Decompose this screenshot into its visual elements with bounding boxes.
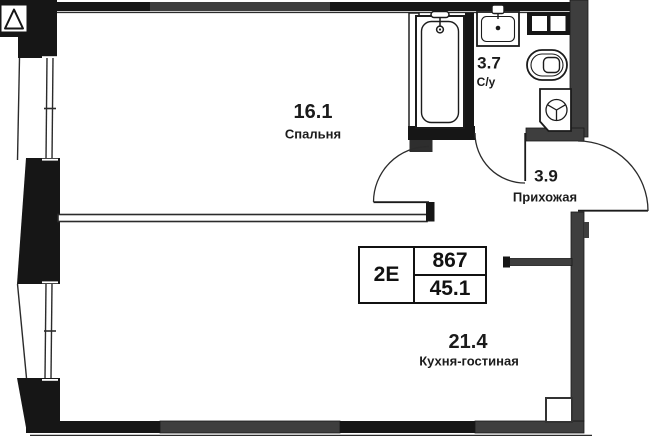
kitchen-area-label: 21.4 [448, 331, 488, 353]
walls [0, 0, 592, 437]
bedroom-area-label: 16.1 [293, 101, 333, 123]
bathroom-area-label: 3.7 [477, 53, 501, 73]
window-sill-tick [42, 379, 58, 381]
toilet-icon [526, 49, 568, 81]
washing-machine-icon [539, 88, 572, 132]
window-icon [16, 283, 56, 379]
wall-kitchen-stub [504, 258, 573, 266]
wall-bottom-seg2 [159, 420, 341, 434]
fixtures [415, 4, 572, 132]
wall-top-left-segment [57, 2, 150, 11]
wall-bottom-seg3 [340, 421, 475, 433]
entrance-door [577, 140, 649, 212]
unit-total-area: 45.1 [429, 277, 471, 300]
wall-left-bottom-pier [17, 378, 60, 433]
window-sill-tick [42, 281, 58, 284]
window-icon [16, 56, 58, 161]
wall-top-mid-segment [150, 2, 330, 11]
hallway-name-label: Прихожая [512, 189, 578, 205]
bedroom-name-label: Спальня [284, 126, 342, 142]
wall-right-jamb-step [584, 222, 589, 238]
bathroom-name-label: С/у [476, 75, 496, 89]
bedroom-door [372, 145, 430, 204]
wall-bedroom-south [57, 213, 428, 223]
bathtub-icon [415, 10, 465, 129]
wall-bottom-seg1 [26, 421, 160, 433]
wall-right-upper [569, 0, 589, 138]
doors [372, 132, 649, 212]
door-swing-arc [372, 145, 430, 203]
wall-bathroom-door-jamb [409, 140, 433, 152]
unit-number: 867 [415, 248, 485, 276]
window-sill-tick [42, 158, 58, 161]
wall-top-right-segment [330, 2, 570, 11]
hallway-area-label: 3.9 [534, 166, 558, 186]
wall-right-lower [570, 211, 585, 422]
sink-icon [476, 4, 520, 47]
unit-info-right: 867 45.1 [415, 248, 485, 302]
pilaster [545, 397, 573, 423]
wall-bathroom-south-left [408, 126, 475, 140]
unit-layout-type: 2Е [360, 248, 415, 302]
wall-kitchen-stub-cap [503, 256, 510, 268]
bathroom-door [474, 132, 527, 184]
door-swing-arc [474, 132, 526, 184]
bath-faucet-icon [430, 10, 450, 34]
wall-bedroom-south-cap [426, 202, 435, 222]
kitchen-name-label: Кухня-гостиная [419, 353, 519, 369]
unit-info-box: 2Е 867 45.1 [358, 246, 487, 304]
vent-shaft-icon [527, 12, 570, 35]
entrance-door-arc [577, 140, 649, 212]
wall-bottom-seg4 [474, 420, 585, 434]
north-arrow-icon [0, 3, 29, 34]
wall-bathtub-screen [465, 13, 474, 127]
wall-left-mid-pier [17, 158, 60, 284]
